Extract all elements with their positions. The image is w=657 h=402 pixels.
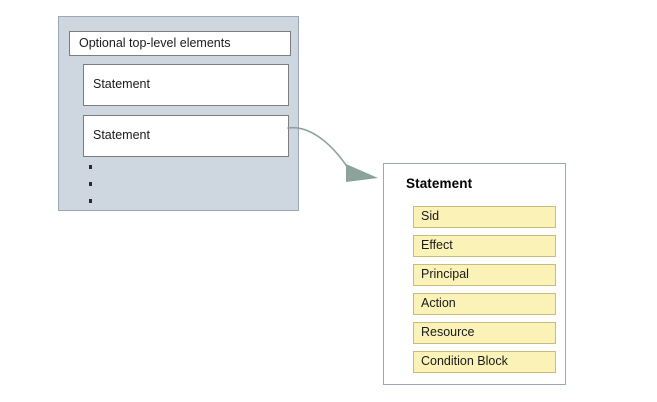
statement-detail-panel: Statement Sid Effect Principal Action Re… <box>383 163 566 385</box>
optional-top-level-elements-label: Optional top-level elements <box>79 35 231 50</box>
statement-field-label: Resource <box>421 325 475 340</box>
optional-top-level-elements-box: Optional top-level elements <box>69 31 291 56</box>
statement-field-label: Condition Block <box>421 354 508 369</box>
statement-field-effect: Effect <box>413 235 556 257</box>
ellipsis-dot <box>89 165 92 169</box>
statement-field-label: Action <box>421 296 456 311</box>
statement-field-principal: Principal <box>413 264 556 286</box>
statement-detail-title: Statement <box>406 176 473 191</box>
statement-field-sid: Sid <box>413 206 556 228</box>
statement-field-label: Effect <box>421 238 453 253</box>
statement-box-1: Statement <box>83 64 289 106</box>
vertical-ellipsis-icon <box>89 162 99 206</box>
statement-field-resource: Resource <box>413 322 556 344</box>
statement-field-label: Principal <box>421 267 469 282</box>
policy-panel: Optional top-level elements Statement St… <box>58 16 299 211</box>
statement-box-2-label: Statement <box>93 128 150 143</box>
statement-box-2: Statement <box>83 115 289 157</box>
curved-arrow-icon <box>287 126 378 182</box>
ellipsis-dot <box>89 182 92 186</box>
statement-field-label: Sid <box>421 209 440 224</box>
statement-field-condition-block: Condition Block <box>413 351 556 373</box>
statement-box-1-label: Statement <box>93 77 150 92</box>
ellipsis-dot <box>89 199 92 203</box>
statement-field-action: Action <box>413 293 556 315</box>
statement-field-list: Sid Effect Principal Action Resource Con… <box>413 206 556 380</box>
